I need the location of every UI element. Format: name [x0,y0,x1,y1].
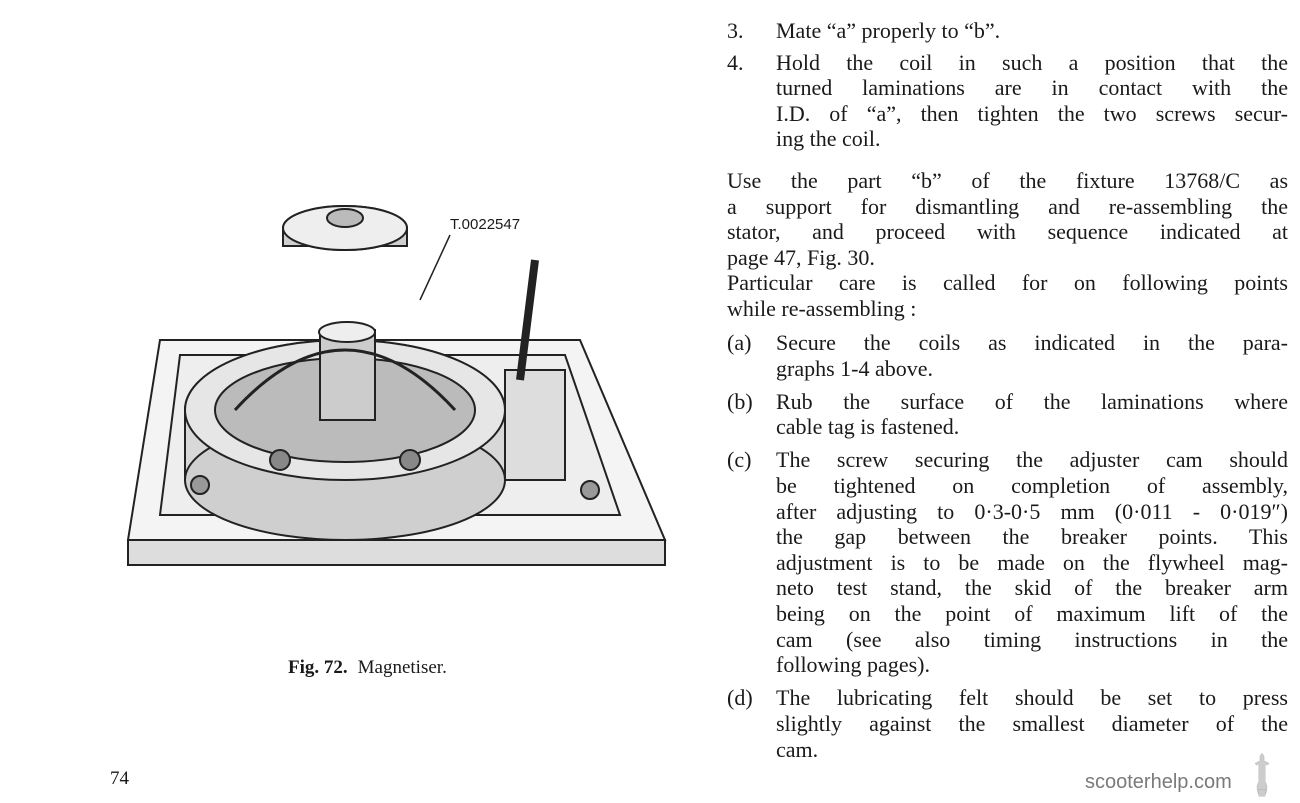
figure-label: T.0022547 [450,216,521,233]
text-line: Mate “a” properly to “b”. [776,18,1001,43]
page-number: 74 [110,768,129,789]
text-line: cable tag is fastened. [776,414,960,440]
item-number: (c) [727,447,752,473]
text-line: Rub the surface of the laminations where [776,388,1288,414]
scooter-watermark-icon [1252,752,1272,798]
text-line: The screw securing the adjuster cam shou… [776,447,1288,473]
text-line: I.D. of “a”, then tighten the two screws… [776,100,1288,126]
item-number: 3. [727,18,744,43]
figure-caption: Fig. 72. Magnetiser. [288,657,447,679]
magnetiser-illustration: T.0022547 [120,180,670,585]
item-number: (a) [727,330,752,355]
text-line: stator, and proceed with sequence indica… [727,219,1288,245]
text-line: adjustment is to be made on the flywheel… [776,549,1288,575]
text-line: Secure the coils as indicated in the par… [776,330,1288,355]
text-line: being on the point of maximum lift of th… [776,601,1288,626]
text-line: page 47, Fig. 30. [727,244,875,270]
text-line: ing the coil. [776,126,881,152]
watermark-text: scooterhelp.com [1085,771,1232,793]
figure-title: Magnetiser. [357,657,447,678]
text-line: after adjusting to 0·3-0·5 mm (0·011 - 0… [776,498,1288,524]
text-line: graphs 1-4 above. [776,355,934,381]
figure-number: Fig. 72. [288,657,348,678]
text-line: neto test stand, the skid of the breaker… [776,575,1288,601]
text-line: Use the part “b” of the fixture 13768/C … [727,168,1288,193]
item-number: 4. [727,49,744,75]
item-number: (d) [727,685,753,711]
text-line: be tightened on completion of assembly, [776,473,1288,498]
text-line: a support for dismantling and re-assembl… [727,193,1288,219]
text-line: Particular care is called for on followi… [727,270,1288,296]
text-line: cam (see also timing instructions in the [776,626,1288,652]
text-line: slightly against the smallest diameter o… [776,710,1288,736]
text-line: while re-assembling : [727,296,917,321]
text-line: The lubricating felt should be set to pr… [776,685,1288,711]
item-number: (b) [727,388,753,414]
text-line: turned laminations are in contact with t… [776,75,1288,101]
text-line: the gap between the breaker points. This [776,524,1288,550]
text-line: Hold the coil in such a position that th… [776,49,1288,75]
text-line: following pages). [776,652,930,678]
text-line: cam. [776,736,819,762]
